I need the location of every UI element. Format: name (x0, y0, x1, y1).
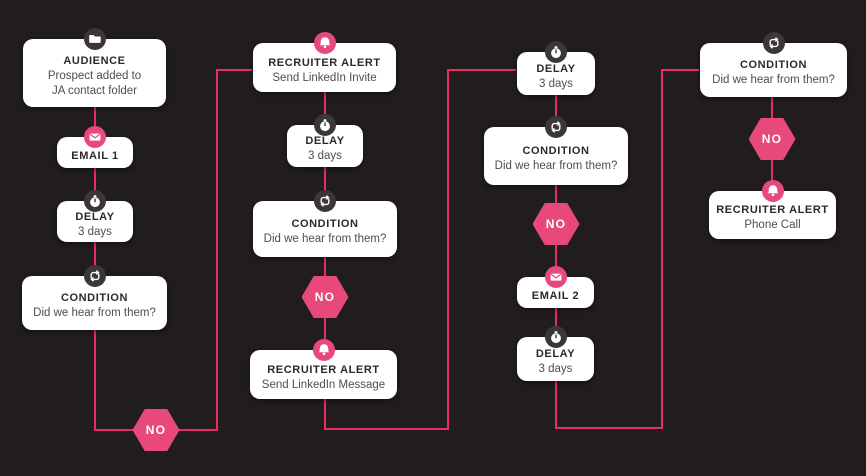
node-title: CONDITION (60, 292, 129, 305)
node-subtitle: Phone Call (744, 219, 801, 232)
bell-icon (313, 32, 336, 54)
node-subtitle: JA contact folder (51, 85, 138, 97)
node-title: EMAIL 2 (531, 289, 580, 302)
folder-icon (83, 28, 106, 50)
repeat-icon (762, 32, 785, 54)
node-condition-4[interactable]: CONDITION Did we hear from them? (700, 32, 847, 97)
node-subtitle: Prospect added to (47, 69, 142, 82)
bell-icon (761, 180, 784, 202)
node-title: DELAY (536, 62, 576, 75)
node-title: CONDITION (291, 218, 359, 231)
node-subtitle: Did we hear from them? (494, 160, 618, 173)
node-subtitle: Did we hear from them? (33, 307, 156, 320)
email-icon (84, 126, 106, 148)
timer-icon (544, 326, 567, 348)
node-delay-2[interactable]: DELAY 3 days (287, 114, 363, 167)
node-email-2[interactable]: EMAIL 2 (517, 266, 594, 308)
node-title: AUDIENCE (63, 54, 126, 67)
node-title: CONDITION (522, 145, 590, 158)
node-subtitle: 3 days (539, 77, 573, 90)
node-condition-2[interactable]: CONDITION Did we hear from them? (253, 190, 397, 257)
node-delay-4[interactable]: DELAY 3 days (517, 326, 594, 381)
node-condition-3[interactable]: CONDITION Did we hear from them? (484, 116, 628, 185)
connector-line (324, 69, 516, 430)
node-delay-1[interactable]: DELAY 3 days (57, 190, 133, 242)
repeat-icon (545, 116, 567, 138)
node-title: DELAY (535, 348, 576, 361)
node-audience[interactable]: AUDIENCE Prospect added to JA contact fol… (23, 28, 166, 107)
repeat-icon (83, 265, 106, 287)
node-title: DELAY (75, 210, 115, 223)
node-delay-3[interactable]: DELAY 3 days (517, 41, 595, 95)
node-recruiter-alert-3[interactable]: RECRUITER ALERT Phone Call (709, 180, 836, 239)
node-subtitle: 3 days (538, 363, 573, 376)
node-email-1[interactable]: EMAIL 1 (57, 126, 133, 168)
connector-line (94, 69, 252, 431)
bell-icon (312, 339, 335, 361)
node-title: RECRUITER ALERT (716, 204, 829, 217)
repeat-icon (314, 190, 336, 212)
node-recruiter-alert-2[interactable]: RECRUITER ALERT Send LinkedIn Message (250, 339, 397, 399)
node-condition-1[interactable]: CONDITION Did we hear from them? (22, 265, 167, 330)
node-subtitle: Send LinkedIn Invite (272, 71, 377, 84)
node-subtitle: Did we hear from them? (263, 233, 387, 246)
timer-icon (84, 190, 106, 212)
email-icon (544, 266, 567, 288)
node-title: EMAIL 1 (71, 149, 119, 162)
node-recruiter-alert-1[interactable]: RECRUITER ALERT Send LinkedIn Invite (253, 32, 396, 92)
timer-icon (314, 114, 336, 136)
node-subtitle: Send LinkedIn Message (261, 378, 386, 391)
node-subtitle: Did we hear from them? (712, 74, 835, 87)
node-subtitle: 3 days (78, 225, 112, 238)
node-title: RECRUITER ALERT (267, 363, 380, 376)
timer-icon (545, 41, 567, 63)
node-subtitle: 3 days (308, 150, 342, 163)
connector-line (555, 69, 699, 429)
node-title: DELAY (305, 135, 345, 148)
node-title: CONDITION (739, 59, 808, 72)
node-title: RECRUITER ALERT (268, 56, 381, 69)
